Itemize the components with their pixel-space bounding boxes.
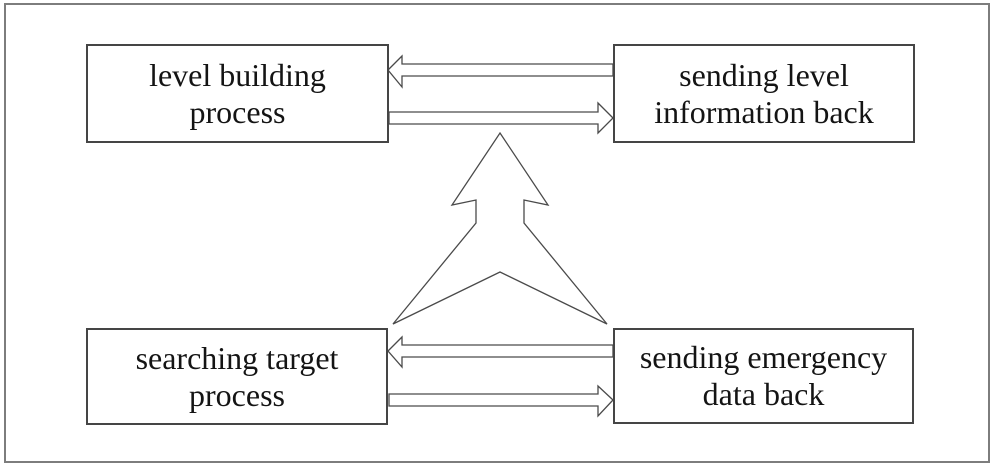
process-box-label-line: sending emergency xyxy=(639,339,888,375)
process-box-label-line: process xyxy=(189,93,286,130)
process-box-label-line: process xyxy=(189,376,285,413)
process-box-sending-level-information: sending level information back xyxy=(613,44,915,143)
process-box-label-line: sending level xyxy=(679,56,849,93)
diagram-outer-border xyxy=(4,3,990,463)
process-box-sending-emergency-data: sending emergency data back xyxy=(613,328,914,424)
process-box-searching-target: searching target process xyxy=(86,328,388,425)
process-box-label-line: level building xyxy=(149,56,326,93)
process-box-label-line: data back xyxy=(702,376,825,412)
process-box-level-building: level building process xyxy=(86,44,389,143)
process-box-label-line: information back xyxy=(654,93,874,130)
process-box-label-line: searching target xyxy=(135,339,339,376)
